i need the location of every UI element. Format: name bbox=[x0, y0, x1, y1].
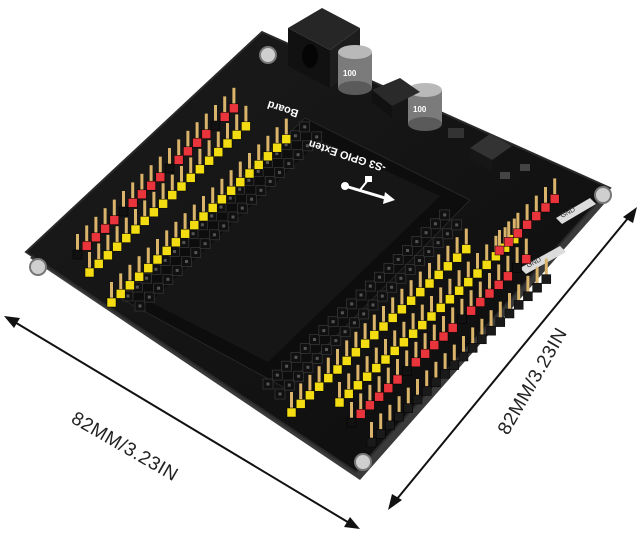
socket-row-right-outer bbox=[262, 209, 451, 390]
pin-headers bbox=[72, 87, 560, 448]
capacitor-1: 100 bbox=[338, 45, 372, 95]
mount-hole bbox=[259, 46, 277, 64]
header-row-yellow-right-2 bbox=[334, 218, 520, 408]
header-row-yellow-left bbox=[84, 105, 251, 278]
voltage-regulator bbox=[372, 78, 420, 118]
header-row-red-top bbox=[494, 178, 560, 256]
header-row-black-right bbox=[366, 258, 552, 448]
header-row-red-left bbox=[72, 87, 239, 260]
mount-holes bbox=[29, 46, 612, 471]
dimension-arrow-right bbox=[388, 207, 637, 510]
socket-row-right-inner bbox=[274, 219, 463, 400]
female-header-rows bbox=[122, 121, 463, 400]
inductor bbox=[470, 134, 512, 172]
capacitor-marking: 100 bbox=[413, 105, 427, 114]
mount-hole bbox=[594, 186, 612, 204]
header-row-red-right bbox=[346, 238, 532, 428]
small-components bbox=[448, 128, 530, 179]
capacitor-marking: 100 bbox=[343, 69, 357, 78]
dc-jack bbox=[288, 8, 360, 88]
mount-hole bbox=[354, 453, 372, 471]
header-row-yellow-right bbox=[286, 228, 472, 418]
dimension-arrow-left bbox=[4, 316, 360, 529]
usb-icon bbox=[341, 176, 395, 204]
header-row-yellow-left-2 bbox=[106, 118, 292, 308]
capacitor-2: 100 bbox=[408, 83, 442, 131]
socket-row-left-inner bbox=[134, 131, 323, 312]
mount-hole bbox=[29, 258, 47, 276]
